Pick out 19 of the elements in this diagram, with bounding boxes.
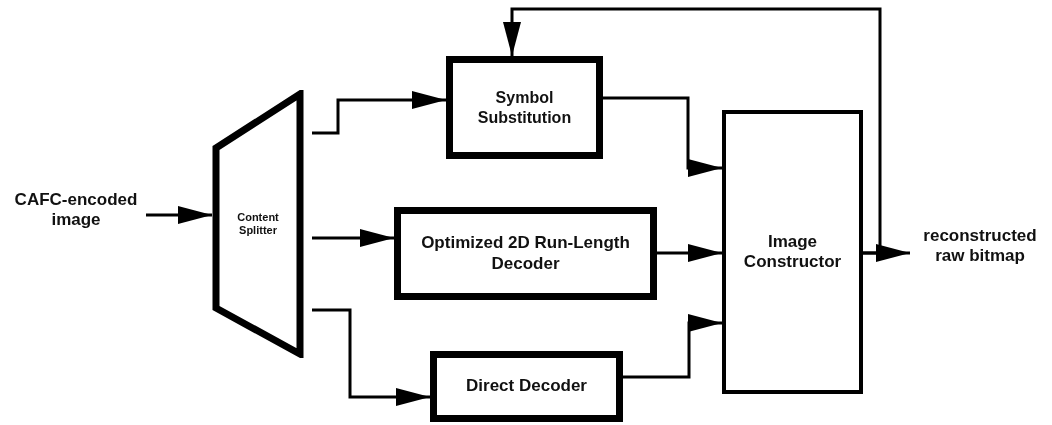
process-box (394, 207, 657, 300)
arrow (503, 7, 882, 255)
block-label: Optimized 2D Run-Length Decoder (420, 233, 631, 274)
arrow (312, 308, 430, 406)
arrow (146, 206, 212, 224)
arrow (657, 244, 722, 262)
block-label: Content Splitter (236, 210, 280, 238)
process-box (430, 351, 623, 422)
text-label: reconstructed raw bitmap (922, 225, 1038, 267)
block-label: Direct Decoder (466, 376, 587, 397)
arrow (312, 91, 446, 135)
text-label: CAFC-encoded image (13, 189, 139, 231)
arrow (603, 96, 722, 177)
process-box (446, 56, 603, 159)
process-box (722, 110, 863, 394)
arrow (623, 314, 722, 379)
block-label: Image Constructor (742, 231, 843, 273)
arrow (312, 229, 394, 247)
block-label: Symbol Substitution (476, 88, 573, 127)
